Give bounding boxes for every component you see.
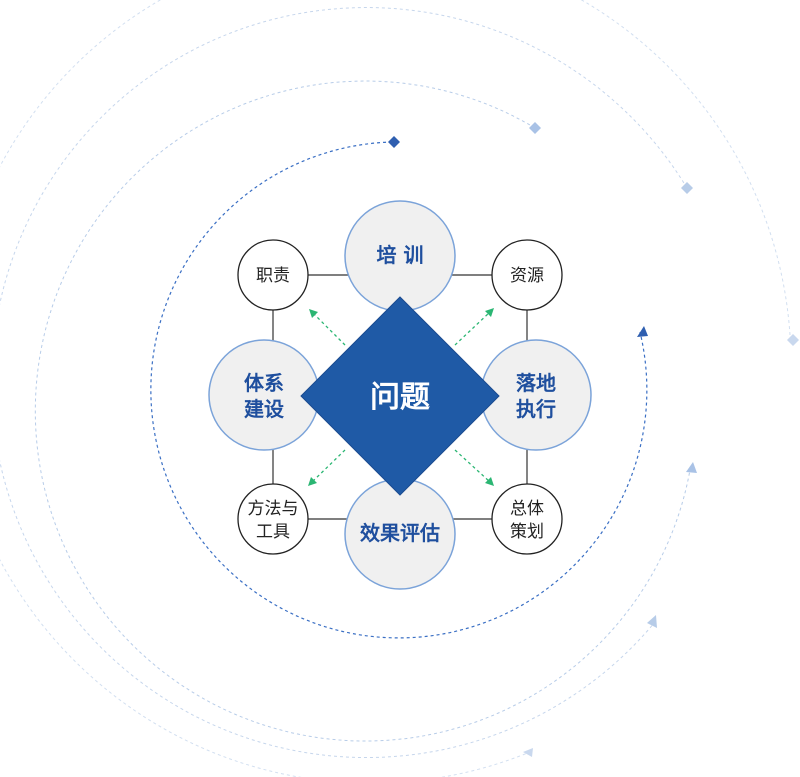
node-duties-label: 职责: [256, 266, 290, 286]
node-planning-label-line2: 策划: [510, 522, 544, 542]
node-system-label-line2: 建设: [244, 397, 284, 421]
orbit-diamond-marker-4: [787, 334, 799, 346]
main-circles: [208, 200, 592, 590]
orbit-arrow-marker: [637, 326, 648, 337]
orbit-arc-2: [34, 80, 691, 742]
orbit-arc-inner: [150, 141, 648, 639]
node-system-label-line1: 体系: [244, 371, 284, 395]
orbit-arrow-marker-4: [523, 748, 533, 757]
orbit-diamond-marker: [388, 136, 400, 148]
corner-circles: [237, 239, 563, 555]
center-diamond: [300, 296, 500, 496]
node-evaluation-label: 效果评估: [360, 521, 440, 545]
node-methods-label-line1: 方法与: [248, 499, 299, 519]
node-execution-label-line2: 执行: [516, 397, 556, 421]
diagonal-arrows: [311, 311, 491, 483]
center-label: 问题: [370, 380, 430, 415]
orbit-diamond-marker-2: [529, 122, 541, 134]
orbit-arc-3: [0, 7, 688, 758]
orbit-diamond-marker-3: [681, 182, 693, 194]
arrow-heads: [308, 308, 494, 486]
orbit-arrow-marker-2: [686, 462, 697, 473]
node-methods-label-line2: 工具: [256, 522, 290, 542]
node-resources-label: 资源: [510, 266, 544, 286]
node-planning-label-line1: 总体: [510, 499, 544, 519]
node-training-label: 培 训: [377, 243, 424, 267]
node-execution-label-line1: 落地: [516, 371, 556, 395]
orbit-arrow-marker-3: [647, 615, 657, 628]
